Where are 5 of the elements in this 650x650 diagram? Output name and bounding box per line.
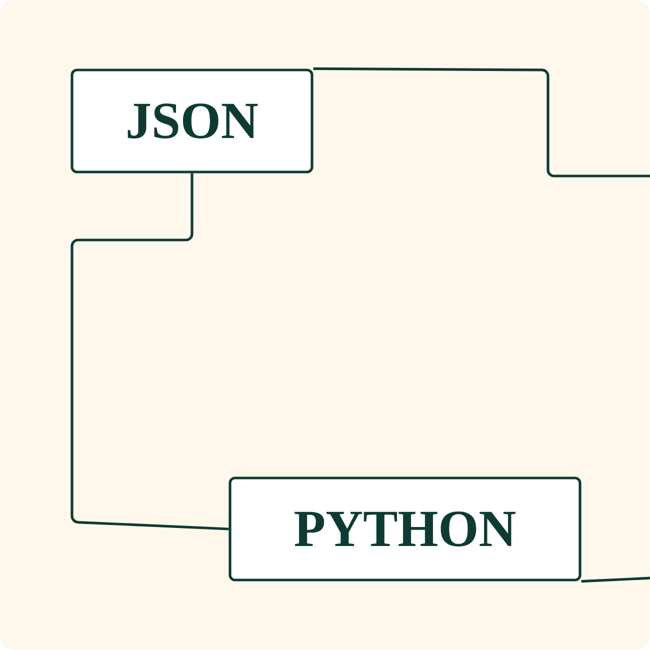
connector-line [70,173,229,530]
connector-line [313,67,650,178]
label-box: PYTHON [228,476,582,582]
label-box: JSON [70,68,314,174]
connector-line [581,576,650,583]
